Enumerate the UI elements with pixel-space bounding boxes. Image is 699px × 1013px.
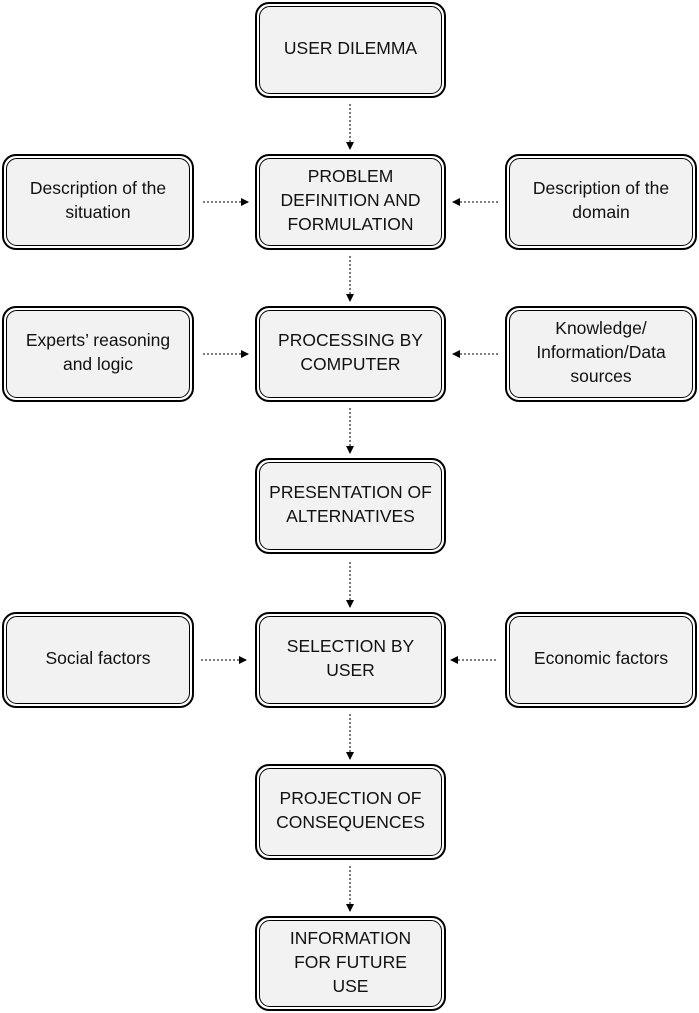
box-label: USER DILEMMA bbox=[259, 6, 442, 94]
box-selection: SELECTION BY USER bbox=[255, 612, 446, 708]
box-label: PROJECTION OF CONSEQUENCES bbox=[259, 768, 442, 856]
box-experts-reasoning: Experts’ reasoning and logic bbox=[2, 306, 194, 402]
box-projection: PROJECTION OF CONSEQUENCES bbox=[255, 764, 446, 860]
box-label: Experts’ reasoning and logic bbox=[6, 310, 190, 398]
box-label: Knowledge/ Information/Data sources bbox=[509, 310, 693, 398]
box-economic-factors: Economic factors bbox=[505, 612, 697, 708]
box-description-domain: Description of the domain bbox=[505, 154, 697, 250]
box-description-situation: Description of the situation bbox=[2, 154, 194, 250]
box-problem-definition: PROBLEM DEFINITION AND FORMULATION bbox=[255, 154, 446, 250]
box-label: PROBLEM DEFINITION AND FORMULATION bbox=[259, 158, 442, 246]
box-label: Description of the domain bbox=[509, 158, 693, 246]
box-knowledge-sources: Knowledge/ Information/Data sources bbox=[505, 306, 697, 402]
box-information: INFORMATION FOR FUTURE USE bbox=[255, 916, 446, 1011]
box-label: PRESENTATION OF ALTERNATIVES bbox=[259, 462, 442, 550]
box-label: INFORMATION FOR FUTURE USE bbox=[259, 920, 442, 1007]
box-label: Economic factors bbox=[509, 616, 693, 704]
box-presentation: PRESENTATION OF ALTERNATIVES bbox=[255, 458, 446, 554]
box-label: PROCESSING BY COMPUTER bbox=[259, 310, 442, 398]
box-label: Description of the situation bbox=[6, 158, 190, 246]
box-processing: PROCESSING BY COMPUTER bbox=[255, 306, 446, 402]
box-label: Social factors bbox=[6, 616, 190, 704]
box-user-dilemma: USER DILEMMA bbox=[255, 2, 446, 98]
box-social-factors: Social factors bbox=[2, 612, 194, 708]
box-label: SELECTION BY USER bbox=[259, 616, 442, 704]
